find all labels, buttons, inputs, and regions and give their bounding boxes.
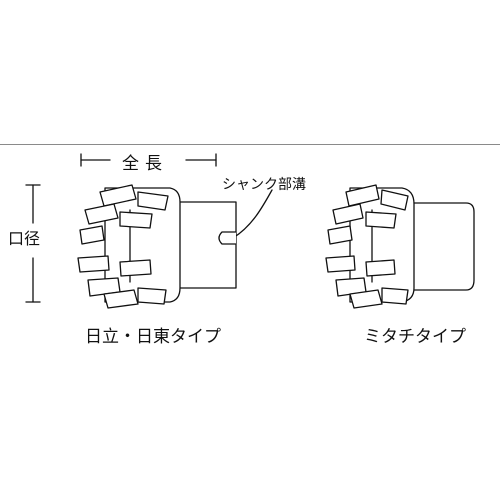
diameter-dimension: [25, 184, 41, 303]
diameter-label: 口径: [8, 229, 41, 248]
section-divider: [0, 144, 500, 145]
hitachi-nitto-type-label: 日立・日東タイプ: [85, 327, 221, 347]
core-drill-bit-mitachi-icon: [325, 184, 475, 309]
shank-groove-label: シャンク部溝: [222, 177, 306, 193]
total-length-dimension: [80, 153, 217, 167]
total-length-label: 全長: [122, 154, 168, 174]
mitachi-type-label: ミタチタイプ: [364, 327, 466, 347]
shank-groove-leader: [232, 189, 273, 239]
core-drill-bit-hitachi-icon: [77, 184, 237, 309]
